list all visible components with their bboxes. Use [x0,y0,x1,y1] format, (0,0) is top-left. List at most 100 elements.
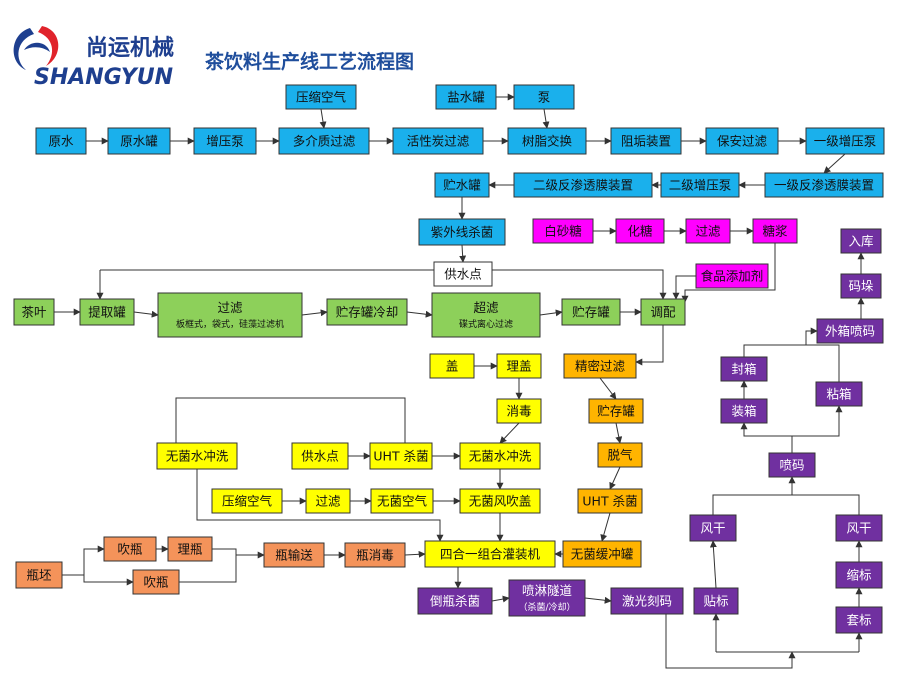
node-box [507,127,587,155]
node-box [561,298,621,326]
node-sugar-melting: 化糖 [615,218,665,244]
flow-nodes: 压缩空气盐水罐泵原水原水罐增压泵多介质过滤活性炭过滤树脂交换阻垢装置保安过滤一级… [13,84,885,634]
node-box [15,561,63,589]
node-label: 过滤 [695,224,721,239]
node-label: UHT 杀菌 [373,449,428,464]
node-box [132,569,180,595]
node-sugar-filter: 过滤 [685,218,731,244]
node-box [660,172,740,198]
node-second-ro: 二级反渗透膜装置 [513,172,653,198]
node-label: 盖 [446,359,459,374]
node-carton-sealing: 封箱 [720,356,768,382]
node-label: 糖浆 [762,224,788,239]
node-box [532,218,594,244]
node-carton-coding: 外箱喷码 [816,318,884,344]
node-box [840,228,882,254]
node-first-booster-pump: 一级增压泵 [805,127,885,155]
node-box [459,442,541,470]
node-box [805,127,885,155]
node-label: 压缩空气 [296,90,347,105]
node-label: 贮水罐 [443,178,481,193]
node-box [326,298,408,326]
node-label: 粘箱 [826,387,851,402]
node-label: 无菌风吹盖 [469,494,532,509]
drying-left-to-inkjet [712,476,796,515]
node-box [752,218,798,244]
node-label: 吹瓶 [143,575,168,590]
rinse-to-filler [196,469,444,542]
node-tea-leaves: 茶叶 [13,298,55,326]
node-label: 保安过滤 [717,134,768,149]
node-box [424,540,556,568]
node-label: 过滤 [217,300,243,315]
node-stacking: 码垛 [840,273,882,299]
node-air-filter: 过滤 [305,488,351,514]
node-sterile-water-rinse-left: 无菌水冲洗 [156,442,238,470]
node-box [720,356,768,382]
node-label: 脱气 [607,448,633,463]
node-box [193,127,257,155]
node-box [459,488,541,514]
node-box [434,172,490,198]
node-label: 精密过滤 [575,359,626,374]
node-cap: 盖 [429,353,475,379]
node-label: 原水 [48,134,74,149]
node-booster-pump: 增压泵 [193,127,257,155]
node-box [278,127,370,155]
node-box [615,218,665,244]
swirl-logo-icon [13,26,59,70]
node-label: 一级增压泵 [814,134,877,149]
node-second-booster-pump: 二级增压泵 [660,172,740,198]
flow-arrow [584,596,612,604]
node-sublabel: （杀菌/冷却） [518,601,575,613]
node-box [835,561,883,589]
node-disinfection: 消毒 [496,398,542,424]
node-box [291,442,349,470]
node-box [369,442,433,470]
sealing-to-carton-coding [743,327,818,357]
node-label: 活性炭过滤 [407,134,470,149]
node-food-additive: 食品添加剂 [695,263,769,289]
node-box [431,292,541,338]
node-box [562,540,642,568]
flow-connectors [54,93,865,669]
node-storage-tank-water: 贮水罐 [434,172,490,198]
node-preform: 瓶坯 [15,561,63,589]
flow-arrow [600,512,611,542]
node-label: 喷淋隧道 [522,583,573,598]
node-box [496,353,542,379]
node-label: 无菌水冲洗 [166,449,229,464]
node-label: 调配 [650,305,676,320]
node-sterile-air-blow-cap: 无菌风吹盖 [459,488,541,514]
node-sterile-buffer-tank: 无菌缓冲罐 [562,540,642,568]
node-label: 供水点 [444,267,482,282]
node-label: 泵 [538,90,551,105]
node-cap-sorting: 理盖 [496,353,542,379]
preform-to-blow-1 [62,545,105,576]
node-box [435,84,497,110]
node-label: 风干 [700,521,725,536]
node-inkjet-coding: 喷码 [768,452,816,478]
node-label: 二级反渗透膜装置 [533,178,633,193]
syrup-to-blending [681,243,776,303]
node-four-in-one-filler: 四合一组合灌装机 [424,540,556,568]
node-bottle-blowing-2: 吹瓶 [132,569,180,595]
node-label: 外箱喷码 [825,324,875,339]
node-box [392,127,484,155]
node-label: 激光刻码 [622,594,672,609]
flow-arrow [491,595,510,603]
node-label: 风干 [846,521,871,536]
node-label: 茶叶 [21,305,47,320]
node-label: 食品添加剂 [701,269,764,284]
node-label: 盐水罐 [447,90,485,105]
node-label: 套标 [846,613,871,628]
flow-arrow [542,108,550,129]
node-label: 白砂糖 [544,224,582,239]
rinse-loop [175,397,406,443]
node-label: 提取罐 [88,305,126,320]
node-box [577,488,643,514]
node-multimedia-filter: 多介质过滤 [278,127,370,155]
node-box [640,298,686,326]
page-title: 茶饮料生产线工艺流程图 [205,50,414,73]
